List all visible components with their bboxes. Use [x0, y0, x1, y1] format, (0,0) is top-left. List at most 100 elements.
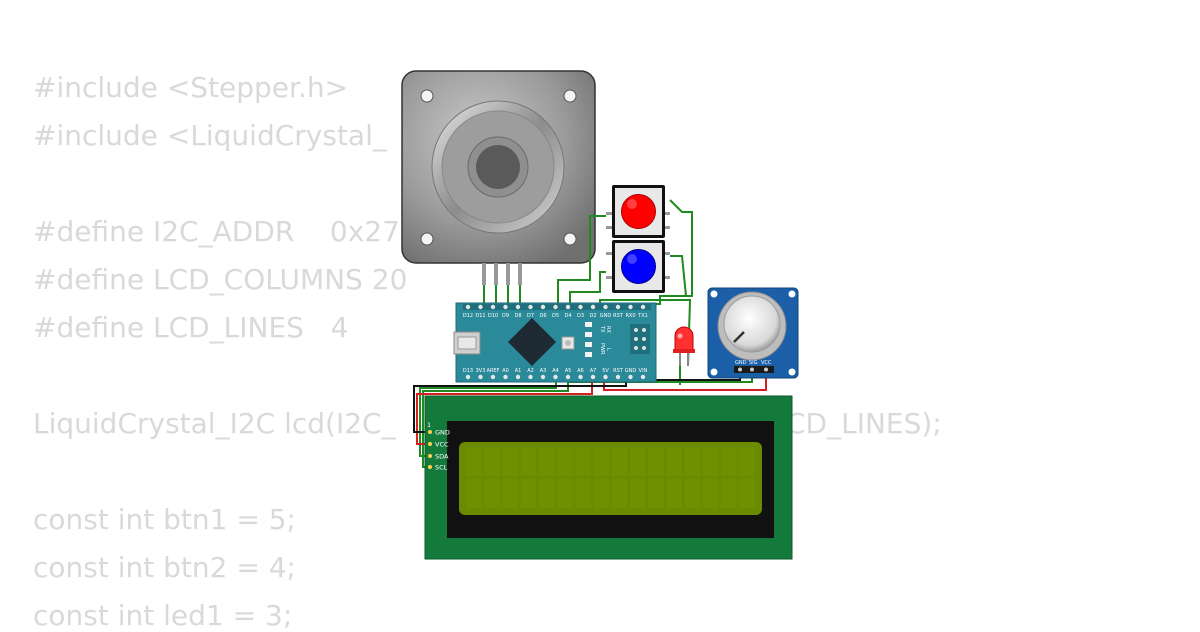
wire-button2-d4	[569, 271, 606, 304]
lcd-char-cell	[575, 479, 592, 508]
arduino-pin[interactable]	[465, 374, 471, 380]
lcd-char-cell	[466, 479, 482, 508]
code-line-2: #include <LiquidCrystal_	[33, 119, 387, 152]
pwr-led	[585, 342, 592, 347]
arduino-pin-label: GND	[625, 368, 637, 374]
arduino-pin[interactable]	[615, 374, 621, 380]
arduino-pin-label: D5	[552, 313, 559, 319]
stepper-motor[interactable]	[401, 70, 596, 285]
led-red[interactable]	[673, 326, 695, 366]
lcd-pin-gnd-label: GND	[435, 429, 450, 437]
arduino-pin[interactable]	[540, 374, 546, 380]
arduino-pin[interactable]	[603, 304, 608, 310]
pot-pin-gnd-label: GND	[735, 360, 747, 366]
arduino-pin[interactable]	[515, 374, 521, 380]
pot-mount-hole	[788, 368, 796, 376]
arduino-pin-label: D7	[527, 313, 534, 319]
lcd-char-cell	[484, 447, 501, 476]
arduino-pin[interactable]	[465, 304, 471, 310]
lcd-char-cell	[611, 447, 628, 476]
motor-screw-hole	[563, 89, 577, 103]
lcd-char-cell	[520, 479, 537, 508]
arduino-pin[interactable]	[528, 304, 533, 310]
lcd-char-cell	[557, 479, 573, 508]
motor-lead	[494, 263, 498, 285]
arduino-pin[interactable]	[590, 304, 596, 310]
arduino-pin-label: A5	[565, 368, 572, 374]
arduino-pin-label: TX1	[637, 313, 648, 319]
lcd-char-cell	[593, 479, 610, 508]
side-label-pwr: PWR	[599, 343, 605, 355]
arduino-pin-label: A6	[577, 368, 584, 374]
button-cap-blue	[621, 249, 656, 284]
push-button-red[interactable]	[606, 185, 670, 238]
arduino-pin[interactable]	[628, 304, 633, 310]
arduino-pin[interactable]	[503, 304, 508, 310]
arduino-pin[interactable]	[553, 374, 558, 380]
code-line-12: const int led1 = 3;	[33, 599, 293, 632]
motor-screw-hole	[420, 89, 434, 103]
arduino-pin[interactable]	[578, 304, 583, 310]
microcontroller-chip	[507, 317, 557, 367]
code-line-10: const int btn1 = 5;	[33, 503, 296, 536]
arduino-pin-label: A0	[502, 368, 509, 374]
arduino-pin[interactable]	[590, 374, 596, 380]
arduino-pin[interactable]	[553, 304, 558, 310]
arduino-pin[interactable]	[490, 374, 496, 380]
arduino-pin[interactable]	[515, 304, 521, 310]
side-label-tx: TX	[599, 325, 605, 333]
arduino-pin[interactable]	[565, 304, 571, 310]
arduino-pin-label: D12	[463, 313, 473, 319]
lcd-char-cell	[666, 447, 683, 476]
lcd-char-cell	[629, 479, 646, 508]
pot-mount-hole	[710, 290, 718, 298]
lcd-pin-header	[428, 430, 432, 469]
arduino-pin[interactable]	[640, 304, 646, 310]
lcd-char-cell	[648, 447, 664, 476]
arduino-bottom-pins	[465, 374, 646, 380]
arduino-board	[455, 302, 657, 383]
arduino-pin[interactable]	[540, 304, 546, 310]
lcd-char-cell	[702, 479, 719, 508]
arduino-pin[interactable]	[603, 374, 608, 380]
lcd-char-cell	[648, 479, 664, 508]
lcd-char-cell	[666, 479, 683, 508]
wire-lcd-vcc	[416, 375, 593, 445]
arduino-pin[interactable]	[578, 374, 583, 380]
code-line-8: LiquidCrystal_I2C lcd(I2C_	[33, 407, 396, 440]
arduino-pin-label: D6	[539, 313, 546, 319]
lcd-char-cell	[739, 447, 755, 476]
potentiometer[interactable]: GND SIG VCC	[707, 287, 799, 379]
lcd-char-cell	[466, 447, 482, 476]
wire-button2-gnd	[670, 255, 687, 297]
arduino-pin[interactable]	[615, 304, 621, 310]
arduino-pin[interactable]	[490, 304, 496, 310]
lcd-char-cell	[611, 479, 628, 508]
pot-pin-vcc-label: VCC	[761, 360, 772, 366]
arduino-pin[interactable]	[478, 374, 483, 380]
motor-shaft	[476, 145, 520, 189]
lcd-char-cell	[484, 479, 501, 508]
arduino-pin[interactable]	[565, 374, 571, 380]
pot-indicator	[733, 331, 745, 343]
arduino-pin[interactable]	[628, 374, 633, 380]
arduino-pin[interactable]	[640, 374, 646, 380]
push-button-blue[interactable]	[606, 240, 670, 293]
arduino-pin-label: 5V	[602, 368, 609, 374]
lcd-pin-scl-label: SCL	[435, 464, 448, 472]
lcd-display[interactable]: 1 GND VCC SDA SCL	[424, 395, 793, 560]
arduino-pin[interactable]	[478, 304, 483, 310]
motor-lead	[518, 263, 522, 285]
arduino-pin[interactable]	[503, 374, 508, 380]
side-label-rx: RX	[605, 326, 611, 333]
pot-mount-hole	[788, 290, 796, 298]
lcd-char-cell	[629, 447, 646, 476]
lcd-char-cell	[739, 479, 755, 508]
lcd-char-cell	[702, 447, 719, 476]
arduino-pin[interactable]	[528, 374, 533, 380]
lcd-pin-number: 1	[427, 421, 431, 429]
pot-knob[interactable]	[723, 295, 781, 353]
lcd-char-cell	[520, 447, 537, 476]
